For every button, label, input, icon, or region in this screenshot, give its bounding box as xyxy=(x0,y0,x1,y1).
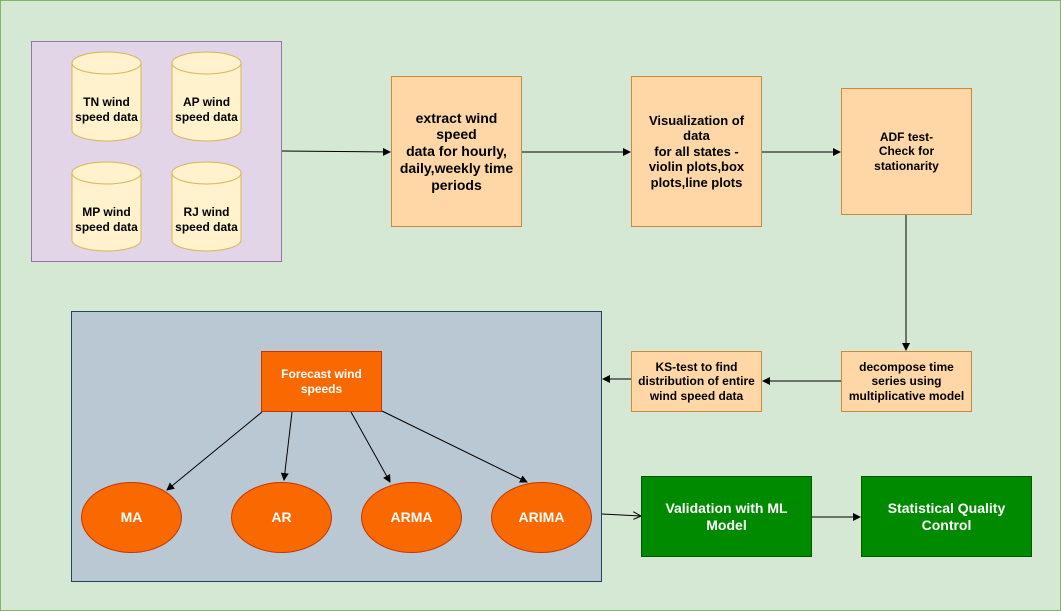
mp-data-cylinder: MP wind speed data xyxy=(71,161,142,252)
arrow-forecast-to-arma xyxy=(350,411,391,483)
ks-test-step: KS-test to find distribution of entire w… xyxy=(631,351,762,412)
arrow-forecast-to-ma xyxy=(166,411,263,491)
database-icon xyxy=(171,51,242,142)
quality-control-step: Statistical Quality Control xyxy=(861,476,1032,557)
arrow-forecast-to-arima xyxy=(381,410,528,483)
ap-data-label: AP wind speed data xyxy=(175,95,238,124)
arima-model: ARIMA xyxy=(491,482,592,553)
forecast-step: Forecast wind speeds xyxy=(261,351,382,412)
ar-model: AR xyxy=(231,482,332,553)
tn-data-cylinder: TN wind speed data xyxy=(71,51,142,142)
rj-data-cylinder: RJ wind speed data xyxy=(171,161,242,252)
adf-test-step: ADF test- Check for stationarity xyxy=(841,88,972,215)
ma-model: MA xyxy=(81,482,182,553)
validation-step: Validation with ML Model xyxy=(641,476,812,557)
decompose-step: decompose time series using multiplicati… xyxy=(841,351,972,412)
mp-data-label: MP wind speed data xyxy=(75,205,138,234)
rj-data-label: RJ wind speed data xyxy=(175,205,238,234)
tn-data-label: TN wind speed data xyxy=(75,95,138,124)
arrow-forecast-to-ar xyxy=(280,411,293,481)
database-icon xyxy=(71,51,142,142)
database-icon xyxy=(171,161,242,252)
arma-model: ARMA xyxy=(361,482,462,553)
arrow-data-to-extract xyxy=(281,147,391,156)
arrow-models-to-validation xyxy=(601,514,640,516)
visualization-step: Visualization of data for all states - v… xyxy=(631,76,762,227)
database-icon xyxy=(71,161,142,252)
ap-data-cylinder: AP wind speed data xyxy=(171,51,242,142)
extract-step: extract wind speed data for hourly, dail… xyxy=(391,76,522,227)
